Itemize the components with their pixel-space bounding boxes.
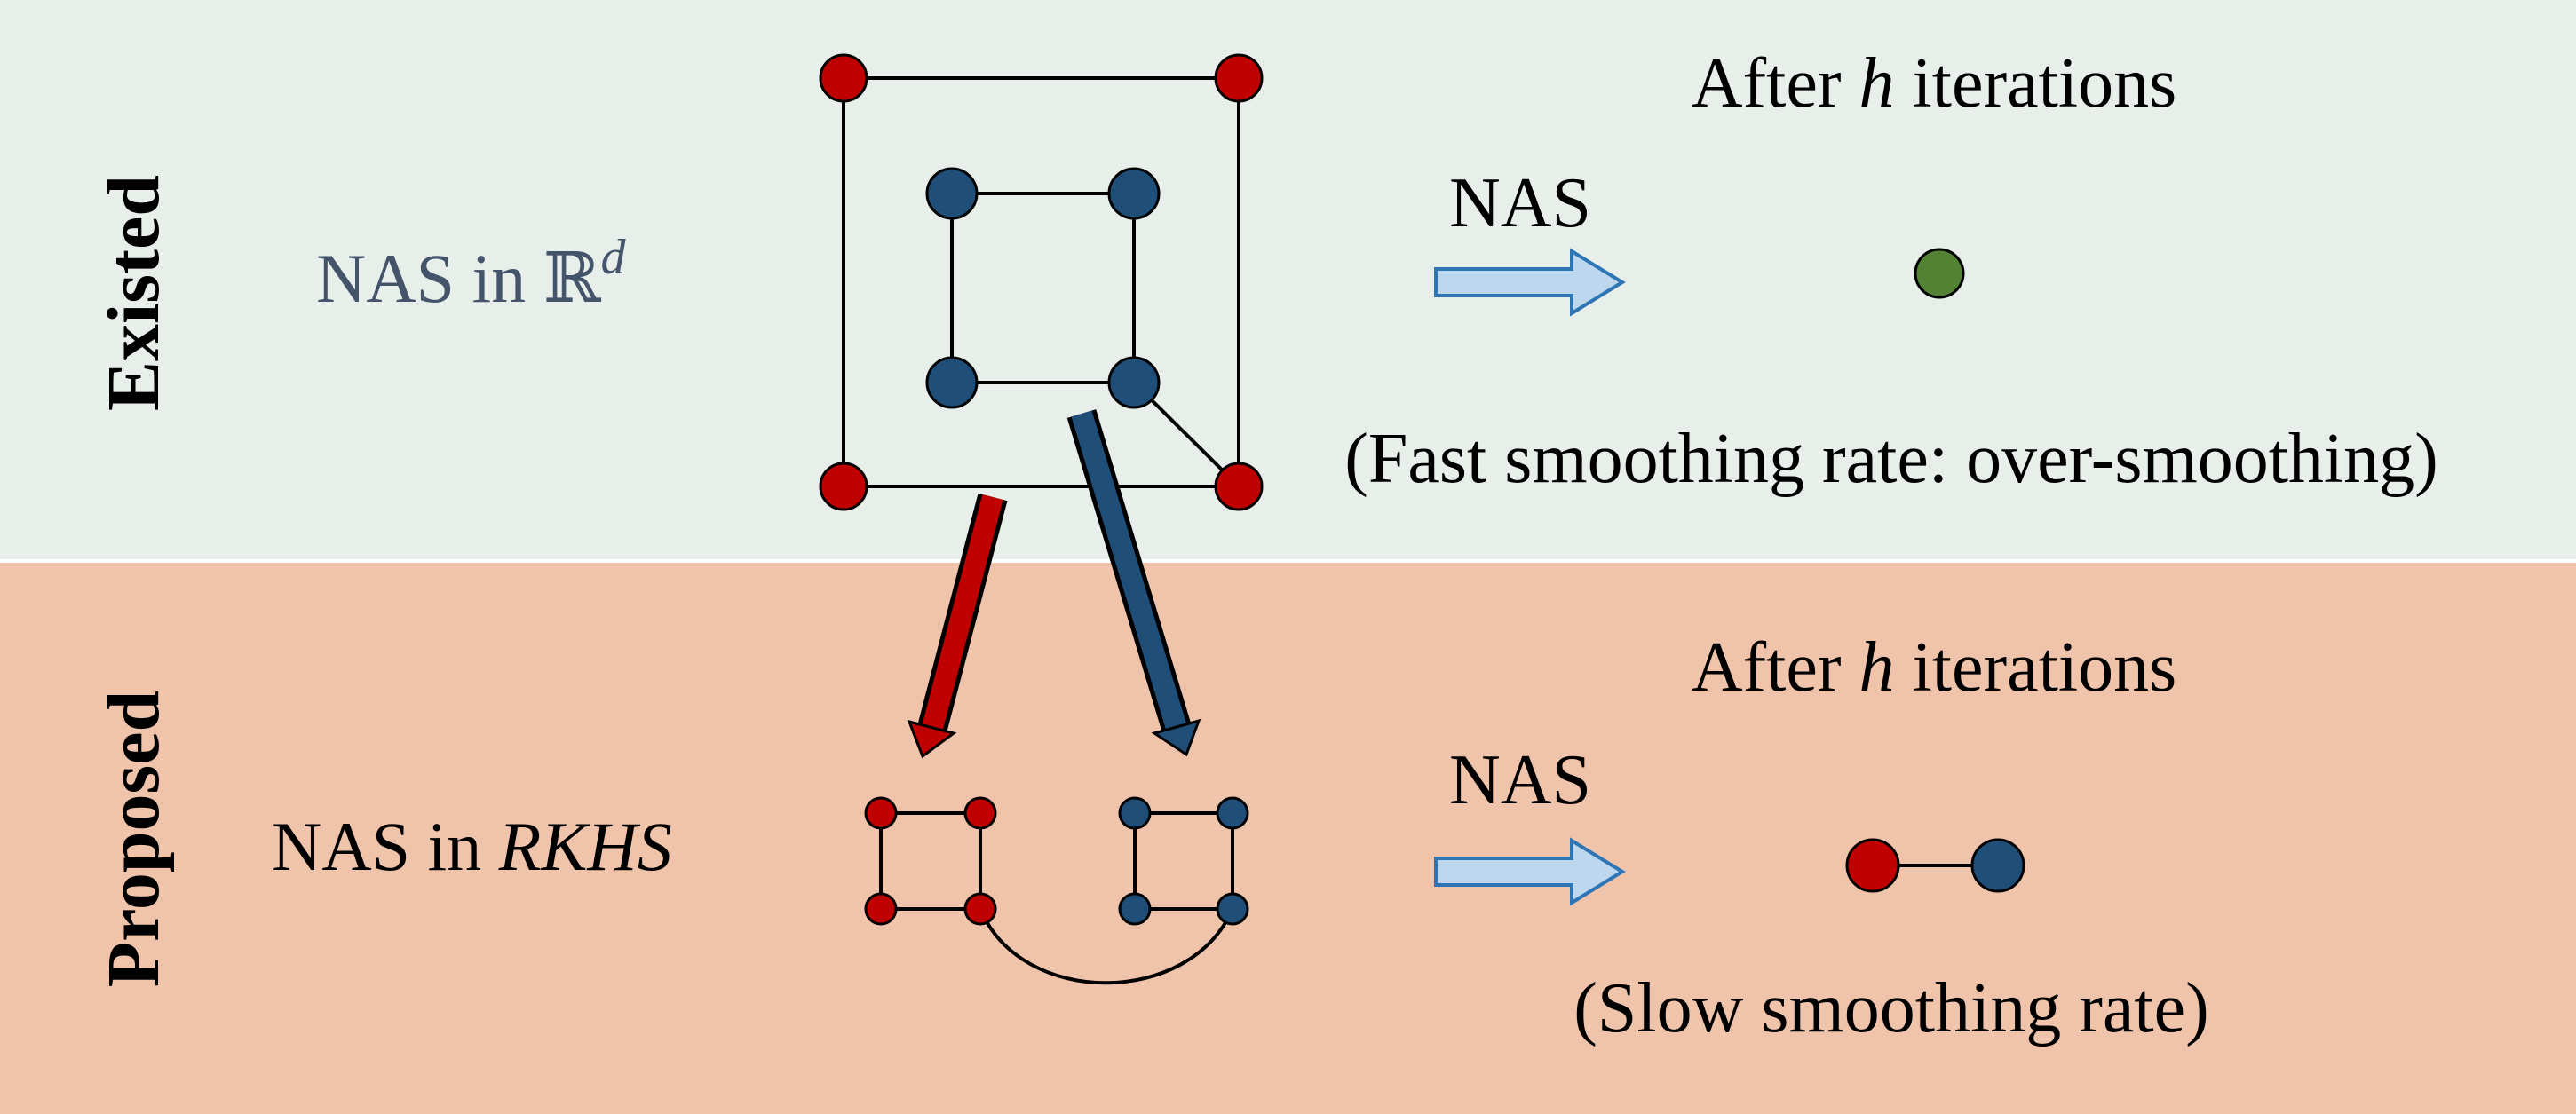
existed-method-prefix: NAS in [316,240,543,317]
inner-node-bottom-left [925,356,979,409]
red-subgraph-node-3 [864,892,898,926]
inner-square-edges [950,192,1136,384]
inner-node-top-right [1107,167,1161,220]
proposed-method-label: NAS in RKHS [272,808,672,885]
subgraph-connecting-arc [979,908,1234,985]
proposed-graphs [879,811,1234,985]
existed-nas-arrow [1434,248,1626,317]
red-projection-arrow [907,493,1008,759]
outer-square-edges [842,76,1240,488]
blue-projection-arrow [1066,409,1201,757]
outer-node-bottom-left [819,462,868,511]
red-subgraph-node-1 [864,796,898,830]
inner-node-bottom-right [1107,356,1161,409]
blue-subgraph-node-1 [1118,796,1152,830]
proposed-nas-arrow [1434,837,1626,906]
red-subgraph-edges [879,811,982,911]
blue-subgraph-node-2 [1216,796,1249,830]
existed-caption: (Fast smoothing rate: over-smoothing) [1344,420,2438,498]
proposed-result-graph [1845,838,2025,893]
red-subgraph-node-4 [963,892,997,926]
proposed-result-blue-node [1970,838,2025,893]
existed-nas-label: NAS [1449,164,1591,242]
existed-iterations-heading: After h iterations [1692,44,2177,122]
proposed-nas-label: NAS [1449,741,1591,819]
existed-method-label: NAS in ℝd [316,230,627,317]
outer-node-bottom-right [1214,462,1264,511]
proposed-result-red-node [1845,838,1900,893]
proposed-row-label: Proposed [92,691,175,987]
proposed-caption: (Slow smoothing rate) [1573,969,2208,1047]
existed-row-label: Existed [92,175,175,411]
existed-collapsed-node [1914,248,1965,299]
existed-nodes [819,53,1264,511]
existed-method-space: ℝ [543,240,602,317]
blue-subgraph-node-4 [1216,892,1249,926]
proposed-panel-background [0,561,2576,1114]
proposed-method-space: RKHS [498,808,672,885]
blue-subgraph-edges [1133,811,1234,911]
existed-method-space-superscript: d [601,230,627,285]
red-subgraph-node-2 [963,796,997,830]
outer-node-top-left [819,53,868,103]
existed-panel-background [0,0,2576,561]
inner-node-top-left [925,167,979,220]
proposed-nodes [864,796,1249,926]
proposed-iterations-heading: After h iterations [1692,628,2177,707]
blue-subgraph-node-3 [1118,892,1152,926]
proposed-method-prefix: NAS in [272,808,499,885]
outer-node-top-right [1214,53,1264,103]
